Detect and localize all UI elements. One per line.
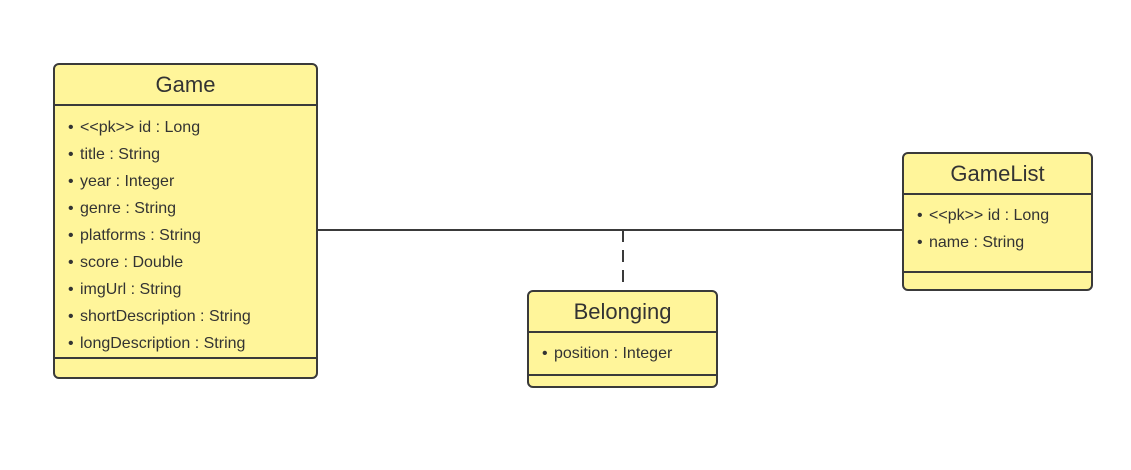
attribute-item: • platforms : String	[55, 222, 316, 249]
bullet-icon: •	[68, 119, 74, 136]
attribute-item: • genre : String	[55, 195, 316, 222]
attribute-item: • name : String	[904, 229, 1091, 256]
bullet-icon: •	[542, 345, 548, 362]
attribute-text: <<pk>> id : Long	[929, 207, 1050, 224]
attribute-text: position : Integer	[554, 345, 673, 362]
bullet-icon: •	[68, 254, 74, 271]
class-name-game: Game	[55, 65, 316, 106]
attribute-text: longDescription : String	[80, 335, 246, 352]
attribute-item: • imgUrl : String	[55, 276, 316, 303]
attribute-list-gamelist: • <<pk>> id : Long • name : String	[904, 195, 1091, 273]
bullet-icon: •	[68, 200, 74, 217]
bullet-icon: •	[68, 335, 74, 352]
bullet-icon: •	[917, 234, 923, 251]
class-gamelist[interactable]: GameList • <<pk>> id : Long • name : Strin…	[902, 152, 1093, 291]
attribute-item: • title : String	[55, 141, 316, 168]
bullet-icon: •	[68, 281, 74, 298]
attribute-item: • position : Integer	[529, 340, 716, 367]
attribute-text: shortDescription : String	[80, 308, 251, 325]
class-name-gamelist: GameList	[904, 154, 1091, 195]
bullet-icon: •	[917, 207, 923, 224]
bullet-icon: •	[68, 173, 74, 190]
attribute-list-game: • <<pk>> id : Long • title : String • year …	[55, 106, 316, 359]
attribute-item: • score : Double	[55, 249, 316, 276]
attribute-item: • longDescription : String	[55, 330, 316, 357]
attribute-text: platforms : String	[80, 227, 201, 244]
attribute-item: • <<pk>> id : Long	[55, 114, 316, 141]
attribute-text: genre : String	[80, 200, 177, 217]
bullet-icon: •	[68, 308, 74, 325]
attribute-item: • shortDescription : String	[55, 303, 316, 330]
attribute-list-belonging: • position : Integer	[529, 333, 716, 376]
attribute-text: title : String	[80, 146, 161, 163]
attribute-text: <<pk>> id : Long	[80, 119, 201, 136]
class-belonging[interactable]: Belonging • position : Integer	[527, 290, 718, 388]
bullet-icon: •	[68, 146, 74, 163]
class-name-belonging: Belonging	[529, 292, 716, 333]
attribute-text: name : String	[929, 234, 1025, 251]
attribute-text: imgUrl : String	[80, 281, 182, 298]
class-game[interactable]: Game • <<pk>> id : Long • title : String •…	[53, 63, 318, 379]
attribute-text: year : Integer	[80, 173, 175, 190]
attribute-item: • <<pk>> id : Long	[904, 202, 1091, 229]
attribute-item: • year : Integer	[55, 168, 316, 195]
attribute-text: score : Double	[80, 254, 184, 271]
bullet-icon: •	[68, 227, 74, 244]
